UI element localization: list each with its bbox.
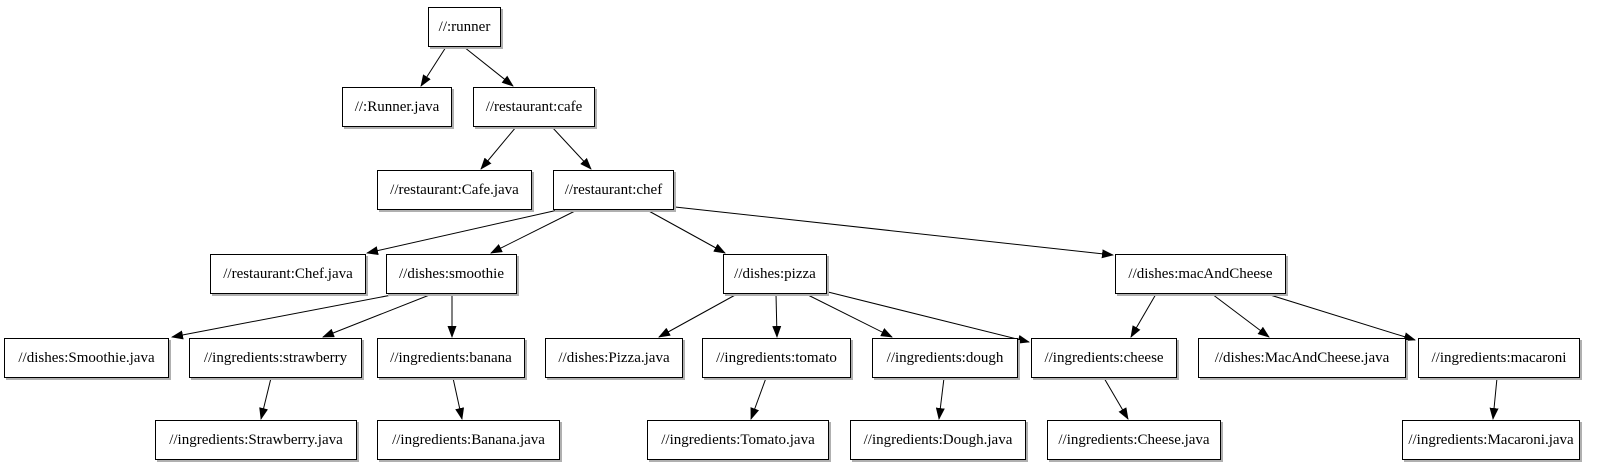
graph-node-strawberry: //ingredients:strawberry <box>189 338 362 378</box>
graph-node-cafe_java: //restaurant:Cafe.java <box>377 170 532 210</box>
dependency-edge-pizza-to-dough <box>805 293 893 338</box>
dependency-edge-runner-to-cafe <box>463 46 514 87</box>
dependency-edge-cheese-to-cheese_java <box>1103 377 1129 420</box>
dependency-edge-tomato-to-tomato_java <box>750 377 767 420</box>
dependency-edge-mac_and_cheese-to-macaroni <box>1266 293 1416 342</box>
graph-node-dough: //ingredients:dough <box>872 338 1018 378</box>
dependency-edge-chef-to-smoothie <box>490 209 578 254</box>
dependency-edge-cafe-to-chef <box>551 126 592 170</box>
graph-node-mac_and_cheese_java: //dishes:MacAndCheese.java <box>1198 338 1406 378</box>
graph-node-cheese: //ingredients:cheese <box>1031 338 1177 378</box>
dependency-edge-chef-to-chef_java <box>366 209 559 255</box>
dependency-edge-chef-to-mac_and_cheese <box>674 206 1114 259</box>
dependency-edge-mac_and_cheese-to-mac_and_cheese_java <box>1211 293 1270 338</box>
dependency-edge-pizza-to-tomato <box>772 293 782 338</box>
dependency-edge-smoothie-to-strawberry <box>322 293 433 338</box>
graph-node-runner_java: //:Runner.java <box>342 87 452 127</box>
dependency-edge-pizza-to-pizza_java <box>658 293 738 338</box>
dependency-edge-dough-to-dough_java <box>935 377 945 420</box>
dependency-edge-chef-to-pizza <box>646 209 726 254</box>
graph-node-chef: //restaurant:chef <box>553 170 674 210</box>
graph-node-cafe: //restaurant:cafe <box>473 87 595 127</box>
graph-node-macaroni: //ingredients:macaroni <box>1418 338 1580 378</box>
graph-node-smoothie: //dishes:smoothie <box>386 254 517 294</box>
graph-node-cheese_java: //ingredients:Cheese.java <box>1047 420 1221 460</box>
graph-node-macaroni_java: //ingredients:Macaroni.java <box>1402 420 1580 460</box>
graph-node-pizza_java: //dishes:Pizza.java <box>545 338 683 378</box>
graph-node-chef_java: //restaurant:Chef.java <box>210 254 366 294</box>
dependency-edge-pizza-to-cheese <box>827 291 1030 344</box>
graph-node-banana_java: //ingredients:Banana.java <box>377 420 560 460</box>
dependency-edge-mac_and_cheese-to-cheese <box>1130 293 1157 338</box>
graph-node-banana: //ingredients:banana <box>377 338 525 378</box>
graph-node-dough_java: //ingredients:Dough.java <box>850 420 1026 460</box>
graph-node-mac_and_cheese: //dishes:macAndCheese <box>1115 254 1286 294</box>
dependency-edge-banana-to-banana_java <box>452 377 465 420</box>
dependency-edge-smoothie-to-smoothie_java <box>171 293 398 340</box>
dependency-edge-runner-to-runner_java <box>420 46 447 87</box>
dependency-edge-cafe-to-cafe_java <box>480 126 517 170</box>
dependency-edge-strawberry-to-strawberry_java <box>259 377 272 420</box>
dependency-edge-macaroni-to-macaroni_java <box>1489 377 1499 420</box>
graph-node-smoothie_java: //dishes:Smoothie.java <box>4 338 169 378</box>
graph-node-strawberry_java: //ingredients:Strawberry.java <box>155 420 357 460</box>
graph-node-tomato: //ingredients:tomato <box>702 338 851 378</box>
graph-node-pizza: //dishes:pizza <box>723 254 827 294</box>
graph-node-runner: //:runner <box>428 7 501 47</box>
graph-node-tomato_java: //ingredients:Tomato.java <box>647 420 829 460</box>
